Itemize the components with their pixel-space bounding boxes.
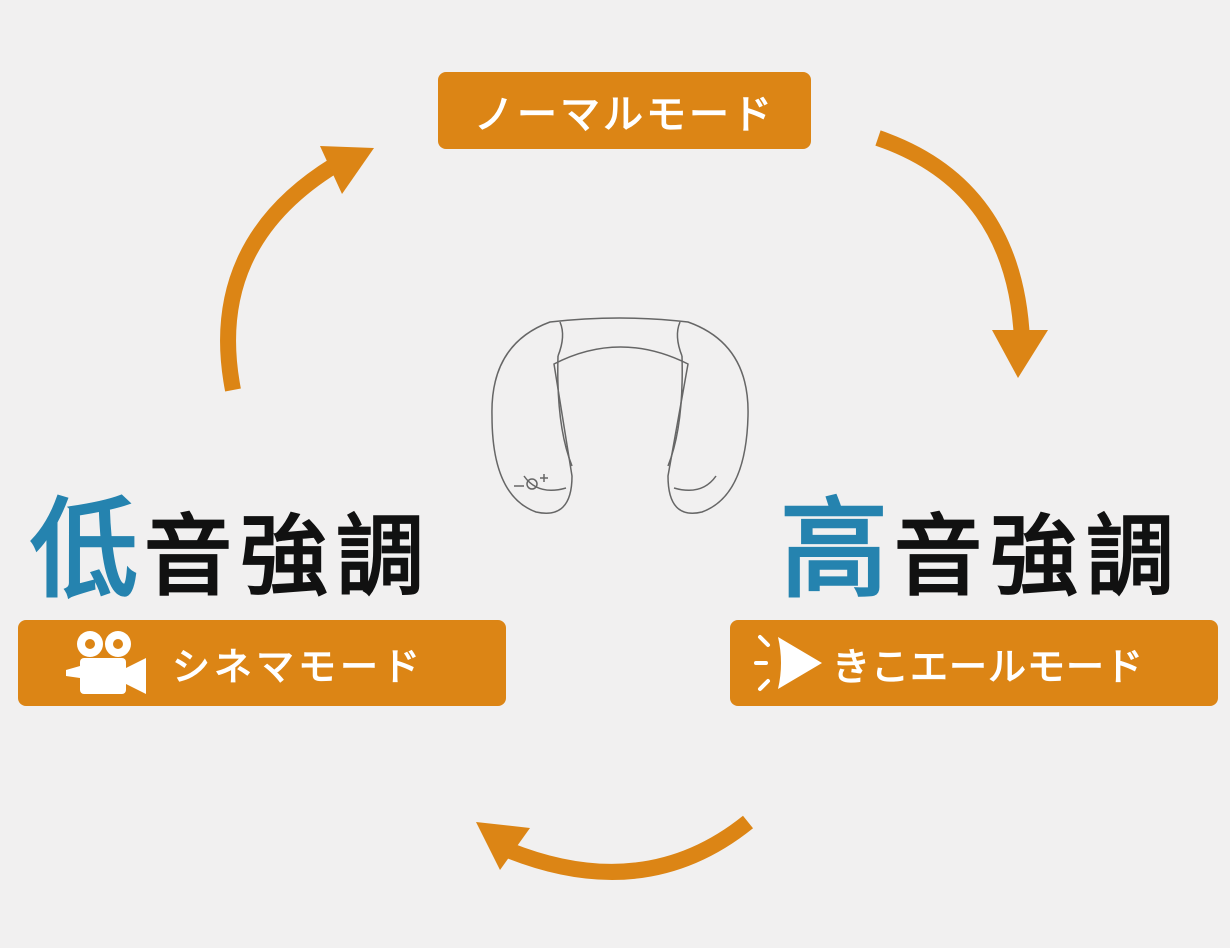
arrowhead-bass	[476, 822, 530, 870]
bass-emphasis-heading: 低音強調	[30, 497, 432, 605]
speech-play-icon	[754, 635, 822, 691]
treble-accent-char: 高	[780, 488, 889, 613]
cinema-mode-label: シネマモード	[18, 620, 506, 706]
cinema-mode-text: シネマモード	[172, 644, 425, 689]
normal-mode-text: ノーマルモード	[474, 91, 775, 138]
arrow-bass-to-normal	[220, 158, 340, 392]
treble-heading-rest: 音強調	[894, 505, 1183, 608]
movie-camera-icon	[66, 631, 146, 694]
arrowhead-treble	[992, 330, 1048, 378]
arrowhead-normal	[320, 146, 374, 194]
arrow-normal-to-treble	[875, 130, 1030, 341]
arrow-treble-to-bass	[505, 815, 754, 880]
bass-heading-rest: 音強調	[144, 505, 433, 608]
treble-emphasis-heading: 高音強調	[780, 497, 1182, 605]
kikoe-mode-label: きこエールモード	[730, 620, 1218, 706]
kikoe-mode-text: きこエールモード	[832, 644, 1145, 689]
bass-accent-char: 低	[30, 488, 139, 613]
neck-speaker-illustration	[491, 317, 749, 514]
normal-mode-label: ノーマルモード	[438, 72, 811, 149]
